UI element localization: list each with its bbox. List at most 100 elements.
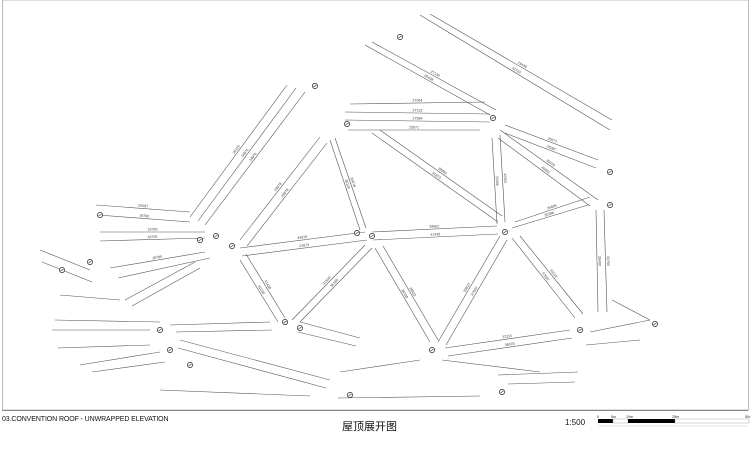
strut-line [117, 257, 211, 279]
dimension-label: 34976 [240, 148, 249, 158]
strut-line [169, 321, 271, 326]
dimension-label: 47692 [470, 286, 478, 297]
dimension-label: 27132 [430, 70, 441, 78]
strut-line [329, 139, 361, 231]
strut-line [175, 329, 273, 333]
strut-line [511, 237, 576, 319]
node-mark [355, 231, 359, 235]
strut-line [379, 129, 503, 217]
strut-line [97, 214, 191, 223]
dimension-label: 29623 [408, 286, 417, 297]
node-mark [653, 322, 657, 326]
strut-line [349, 101, 486, 105]
strut-line [437, 235, 501, 343]
dimension-label: 25087 [138, 204, 148, 209]
node-mark [608, 170, 612, 174]
node-mark [503, 230, 507, 234]
dimension-label: 41438 [430, 232, 440, 236]
strut-line [511, 204, 589, 229]
strut-line [491, 137, 498, 225]
dimension-label: 36078 [545, 158, 555, 167]
strut-line [204, 91, 306, 226]
node-mark [188, 363, 192, 367]
strut-line [299, 247, 373, 323]
strut-line [585, 339, 641, 346]
node-mark [313, 84, 317, 88]
dimension-label: 34978 [297, 235, 307, 240]
strut-line [177, 347, 327, 389]
strut-line [159, 389, 311, 397]
strut-line [239, 136, 321, 241]
strut-line [95, 204, 191, 213]
node-mark [348, 393, 352, 397]
node-mark [60, 268, 64, 272]
dimension-label: 25671 [547, 137, 558, 144]
scale-segment-white [612, 418, 629, 424]
strut-line [504, 132, 597, 169]
strut-line [39, 249, 91, 271]
strut-line [245, 253, 286, 319]
strut-line [189, 84, 288, 218]
dimension-label: 19780 [148, 228, 158, 232]
title-divider [2, 410, 748, 411]
scale-label: 25m [672, 415, 679, 419]
strut-line [99, 237, 206, 242]
strut-line [239, 259, 279, 323]
node-mark [168, 348, 172, 352]
dimension-label: 27132 [413, 108, 423, 112]
strut-line [507, 381, 576, 385]
strut-line [514, 196, 591, 223]
dimension-label: 33110 [502, 334, 512, 339]
strut-line [344, 119, 491, 123]
scale-segment-white [674, 418, 750, 424]
strut-line [109, 251, 206, 269]
drawing-title: 03.CONVENTION ROOF - UNWRAPPED ELEVATION [2, 416, 169, 423]
node-mark [345, 122, 349, 126]
dimension-label: 27964 [413, 116, 423, 120]
drawing-scale: 1:500 [565, 418, 586, 427]
dimension-label: 29623 [463, 282, 472, 293]
scale-label: 5m [611, 415, 616, 419]
dimension-label: 29438 [517, 61, 528, 69]
strut-line [197, 87, 297, 222]
node-mark [491, 116, 495, 120]
strut-line [372, 233, 499, 241]
dimension-label: 29678 [280, 188, 289, 198]
node-mark [578, 328, 582, 332]
dimension-label: 18795 [147, 235, 157, 239]
dimension-label: 36125 [344, 179, 351, 190]
strut-line [429, 13, 613, 121]
dimension-label: 27964 [412, 98, 422, 102]
dimension-label: 25671 [409, 126, 419, 130]
node-mark [370, 234, 374, 238]
dimension-label: 36078 [504, 342, 514, 347]
strut-line [441, 359, 541, 373]
dimension-label: 40952 [503, 173, 508, 183]
node-mark [283, 320, 287, 324]
node-mark [608, 203, 612, 207]
dimension-label: 34978 [349, 177, 356, 188]
strut-line [364, 44, 491, 116]
node-mark [98, 213, 102, 217]
scale-label: 50m [745, 415, 750, 419]
dimension-label: 36189 [400, 288, 409, 299]
drawing-border [2, 0, 749, 411]
dimension-label: 36125 [232, 144, 241, 154]
dimension-label: 47692 [541, 271, 550, 281]
scale-segment-black [598, 419, 613, 423]
dimension-label: 26499 [546, 204, 557, 211]
dimension-label: 31873 [431, 171, 441, 180]
strut-line [382, 245, 439, 341]
dimension-label: 34976 [248, 152, 257, 162]
strut-line [291, 244, 366, 321]
dimension-label: 39882 [429, 224, 439, 228]
dimension-label: 19780 [139, 214, 149, 219]
drawing-title-chinese: 屋顶展开图 [342, 420, 397, 433]
strut-line [374, 247, 431, 343]
dimension-label: 33110 [549, 268, 558, 278]
roof-unwrapped-drawing: 2967829678349763497636125361253497834978… [2, 0, 749, 411]
dimension-label: 18795 [152, 255, 163, 261]
node-mark [214, 234, 218, 238]
strut-line [239, 231, 366, 249]
strut-line [297, 331, 357, 347]
